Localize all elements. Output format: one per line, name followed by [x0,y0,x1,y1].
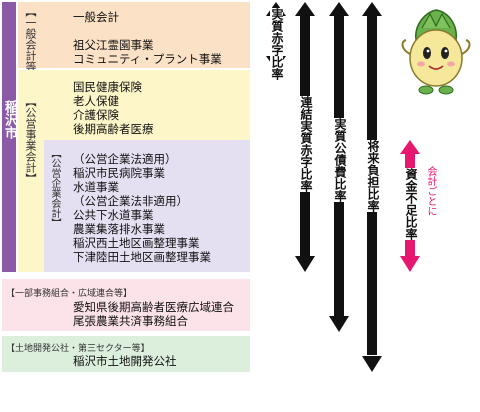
general-item-2: コミュニティ・プラント事業 [73,52,222,66]
public-enterprise-label: 【公営事業会計】 [24,96,37,184]
fund-shortfall-label: 資金不足比率 [404,168,418,240]
land-item-0: 稲沢市土地開発公社 [73,354,177,368]
general-item-0: 一般会計 [73,10,119,24]
future-burden-label: 将来負担比率 [366,140,380,212]
land-dev-box [2,336,250,372]
per-account-label: 会計ごとに [425,166,436,216]
mascot-illustration [401,9,471,95]
enterprise-item-3: （公営企業法非適用） [73,194,188,208]
city-label: 稲沢市 [2,100,17,139]
partial-item-0: 愛知県後期高齢者医療広域連合 [73,300,234,314]
enterprise-item-5: 農業集落排水事業 [73,222,165,236]
partial-affairs-label: 【一部事務組合・広域連合等】 [6,289,133,299]
debt-service-label: 実質公債費比率 [333,118,347,202]
enterprise-item-2: 水道事業 [73,180,119,194]
partial-item-1: 尾張農業共済事務組合 [73,314,188,328]
public-item-0: 国民健康保険 [73,80,142,94]
public-item-1: 老人保健 [73,94,119,108]
enterprise-item-1: 稲沢市民病院事業 [73,166,165,180]
enterprise-item-0: （公営企業法適用） [73,152,177,166]
real-deficit-label: 実質赤字比率 [270,8,284,80]
general-accounts-label: 【一般会計等】 [24,6,37,83]
city-bar [2,2,16,272]
enterprise-item-4: 公共下水道事業 [73,208,154,222]
general-accounts-box [18,2,250,68]
public-item-3: 後期高齢者医療 [73,122,154,136]
public-item-2: 介護保険 [73,108,119,122]
consolidated-deficit-label: 連結実質赤字比率 [299,96,313,192]
general-item-1: 祖父江霊園事業 [73,38,154,52]
enterprise-subbox [44,140,250,272]
enterprise-item-6: 稲沢西土地区画整理事業 [73,236,200,250]
partial-affairs-box [2,279,250,331]
enterprise-sub-label: 【公営企業会計】 [49,148,60,228]
land-dev-label: 【土地開発公社・第三セクター等】 [6,344,150,354]
enterprise-item-7: 下津陸田土地区画整理事業 [73,250,211,264]
